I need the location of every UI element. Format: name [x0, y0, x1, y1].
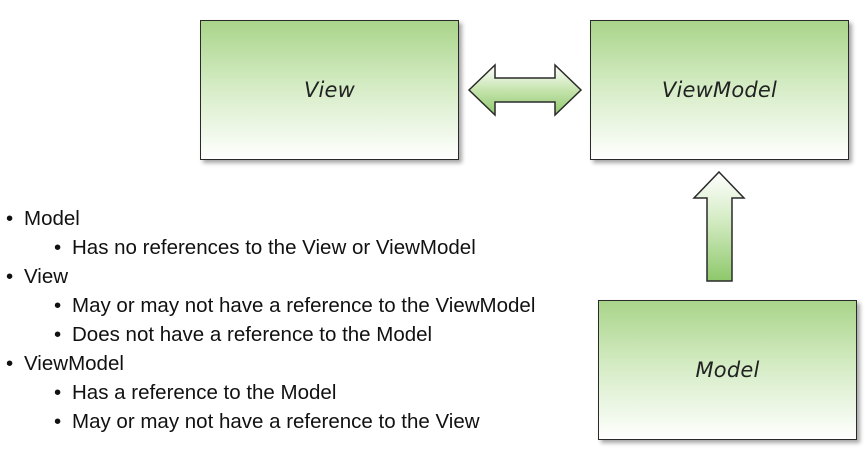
model-box-label: Model [695, 358, 760, 382]
viewmodel-box: ViewModel [590, 20, 849, 160]
sub-bullet: Has no references to the View or ViewMod… [6, 233, 535, 262]
sub-bullet: May or may not have a reference to the V… [6, 291, 535, 320]
double-arrow-icon [467, 63, 583, 117]
sub-bullet: May or may not have a reference to the V… [6, 407, 535, 436]
bullet-viewmodel: ViewModel [6, 349, 535, 378]
bullet-list: Model Has no references to the View or V… [6, 204, 535, 436]
view-box-label: View [303, 78, 356, 102]
bullet-view: View [6, 262, 535, 291]
sub-bullet: Does not have a reference to the Model [6, 320, 535, 349]
view-box: View [200, 20, 459, 160]
viewmodel-box-label: ViewModel [661, 78, 778, 102]
sub-bullet: Has a reference to the Model [6, 378, 535, 407]
up-arrow-icon [692, 170, 746, 282]
model-box: Model [598, 300, 857, 440]
bullet-model: Model [6, 204, 535, 233]
